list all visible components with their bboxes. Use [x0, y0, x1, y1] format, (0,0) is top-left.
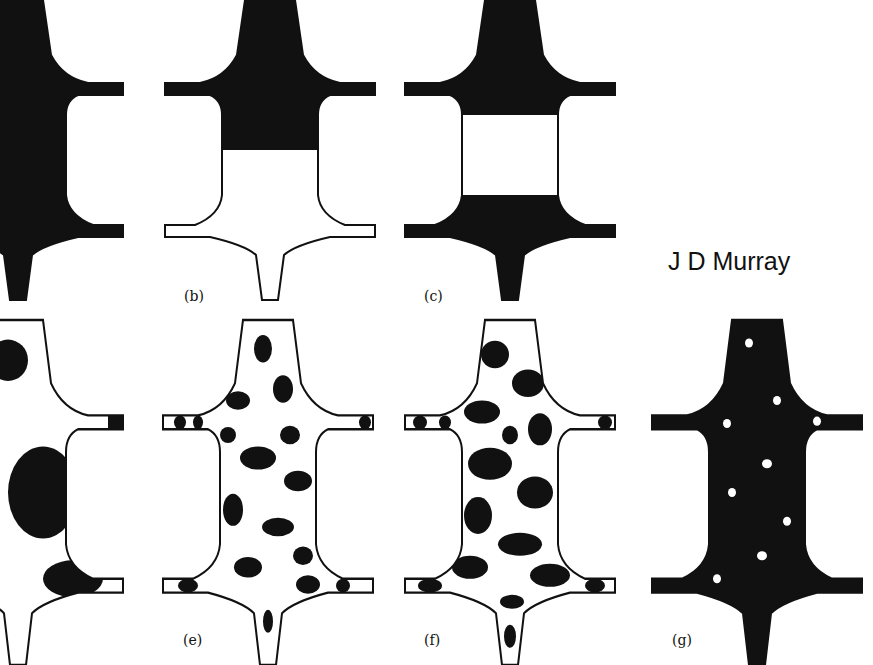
- panel-label: (e): [183, 632, 202, 648]
- panel-label: (f): [424, 632, 440, 648]
- panel-label: (b): [184, 288, 204, 304]
- panel-label: (c): [424, 288, 443, 304]
- panel-label: (g): [672, 632, 692, 648]
- author-credit: J D Murray: [668, 247, 790, 276]
